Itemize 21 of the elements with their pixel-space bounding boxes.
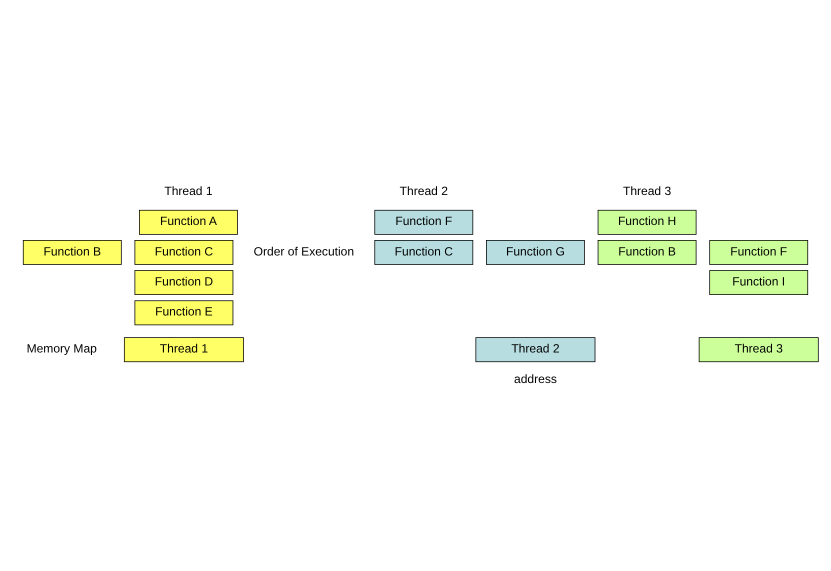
label: Memory Map: [26, 341, 97, 356]
node-box: Function F: [709, 239, 808, 264]
label: Thread 1: [164, 183, 213, 198]
node-box: Thread 1: [124, 336, 244, 362]
label: Thread 3: [622, 183, 672, 198]
node-box: Function E: [134, 300, 234, 325]
node-box: Function C: [374, 239, 474, 264]
node-box: Function A: [139, 209, 238, 234]
label: Order of Execution: [254, 244, 354, 258]
node-box: Function F: [374, 209, 474, 234]
node-box: Function B: [598, 239, 696, 264]
label: address: [514, 371, 557, 386]
node-box: Function G: [486, 239, 585, 264]
node-box: Function D: [134, 270, 234, 295]
node-box: Function C: [134, 239, 234, 264]
node-box: Thread 2: [475, 336, 596, 362]
node-box: Function B: [22, 239, 122, 264]
node-box: Function H: [598, 209, 696, 234]
node-box: Thread 3: [698, 336, 819, 362]
label: Thread 2: [400, 183, 448, 198]
node-box: Function I: [709, 270, 808, 295]
